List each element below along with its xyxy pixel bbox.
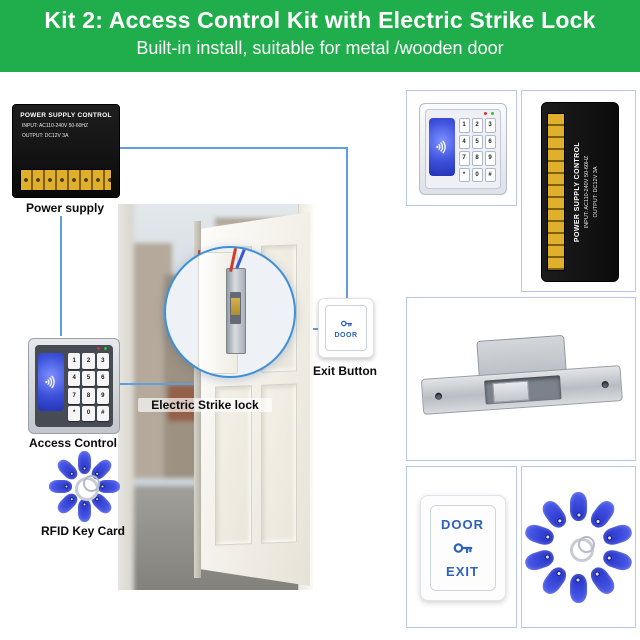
rfid-wave-icon [435, 140, 446, 154]
power-supply-output: OUTPUT: DC12V 3A [22, 133, 69, 139]
power-supply-text: POWER SUPPLY CONTROL INPUT: AC110-240V 5… [562, 109, 610, 275]
rfid-keyfob [539, 497, 570, 531]
panel-exit-button: DOOR EXIT [406, 466, 517, 628]
keypad-key: 3 [96, 353, 109, 369]
exit-button-door-text: DOOR [334, 332, 358, 339]
power-supply-title: POWER SUPPLY CONTROL [573, 141, 581, 243]
exit-button-face: DOOR [325, 305, 367, 351]
keypad-keys: 1 2 3 4 5 6 7 8 9 * 0 # [68, 353, 109, 421]
keypad-key: 4 [458, 134, 470, 149]
connection-line-power-to-keypad [60, 216, 62, 336]
keypad-key: 0 [471, 167, 483, 182]
rfid-keyfob [539, 563, 570, 597]
power-supply-output: OUTPUT: DC12V 3A [592, 166, 599, 218]
status-leds [97, 347, 107, 350]
rfid-reader-zone [428, 118, 455, 176]
panel-electric-strike [406, 297, 636, 461]
header-banner: Kit 2: Access Control Kit with Electric … [0, 0, 640, 72]
keypad-key: 9 [484, 151, 496, 166]
exit-button-exit-text: EXIT [446, 564, 479, 579]
strike-faceplate [420, 365, 623, 415]
keypad-key: 5 [471, 134, 483, 149]
keypad-key: 2 [471, 118, 483, 133]
keypad-key: 8 [82, 388, 95, 404]
power-supply-unit: POWER SUPPLY CONTROL INPUT: AC110-240V 5… [12, 104, 120, 198]
keypad-key: * [458, 167, 470, 182]
keypad-key: 8 [471, 151, 483, 166]
power-supply-input: INPUT: AC110-240V 50-60HZ [22, 123, 89, 129]
exit-button: DOOR [318, 298, 374, 358]
keypad-key: 5 [82, 370, 95, 386]
rfid-keyfob-ring [522, 467, 635, 627]
power-supply-unit-vertical: POWER SUPPLY CONTROL INPUT: AC110-240V 5… [540, 102, 619, 282]
connection-line-power-to-exit-v [346, 147, 348, 299]
keypad-key: 1 [68, 353, 81, 369]
rfid-keyfob [601, 547, 634, 573]
status-leds [483, 112, 494, 115]
keypad-key: 6 [96, 370, 109, 386]
rfid-keyfob [601, 521, 634, 547]
electric-strike-label: Electric Strike lock [138, 398, 272, 412]
terminal-strip [546, 113, 565, 271]
exit-button-face: DOOR EXIT [429, 505, 496, 591]
exit-button-label: Exit Button [313, 364, 377, 378]
rfid-keyfob [587, 563, 618, 597]
rfid-keyfob [587, 497, 618, 531]
keypad-key: 9 [96, 388, 109, 404]
screw-hole [601, 380, 609, 389]
rfid-keyfob [523, 547, 556, 573]
rfid-keyfob [54, 456, 80, 482]
keypad-key: 2 [82, 353, 95, 369]
strike-latch [492, 380, 530, 403]
electric-strike-lock-photo [418, 331, 623, 425]
screw-hole [434, 392, 443, 401]
panel-power-supply: POWER SUPPLY CONTROL INPUT: AC110-240V 5… [521, 90, 636, 292]
page-title: Kit 2: Access Control Kit with Electric … [44, 7, 596, 33]
keypad-key: 4 [68, 370, 81, 386]
exit-button-door-text: DOOR [441, 517, 484, 532]
rfid-keyfob [77, 498, 91, 522]
keypad-face: 1 2 3 4 5 6 7 8 9 * 0 # [424, 109, 501, 189]
connection-line-power-to-exit-h [120, 147, 346, 149]
power-supply-label: Power supply [25, 201, 105, 215]
access-control-keypad: 1 2 3 4 5 6 7 8 9 * 0 # [28, 338, 120, 434]
keyring [569, 536, 595, 562]
keypad-key: 6 [484, 134, 496, 149]
key-icon [340, 320, 352, 327]
keypad-face: 1 2 3 4 5 6 7 8 9 * 0 # [35, 345, 113, 427]
rfid-keyfob [570, 491, 587, 521]
rfid-keyfob [570, 573, 587, 603]
key-icon [453, 543, 472, 554]
panel-rfid-keyfobs [521, 466, 636, 628]
power-supply-input: INPUT: AC110-240V 50-60HZ [583, 155, 590, 229]
rfid-keyfob [77, 450, 91, 474]
access-control-label: Access Control [28, 436, 118, 450]
keypad-key: 0 [82, 405, 95, 421]
keypad-key: 7 [458, 151, 470, 166]
keypad-key: 1 [458, 118, 470, 133]
power-supply-title: POWER SUPPLY CONTROL [20, 112, 112, 119]
strike-zoom-circle [164, 246, 296, 378]
rfid-keyfob-ring [40, 450, 128, 522]
keypad-key: 3 [484, 118, 496, 133]
rfid-wave-icon [45, 375, 55, 389]
keypad-key: # [484, 167, 496, 182]
terminal-strip [20, 169, 112, 191]
keypad-key: 7 [68, 388, 81, 404]
rfid-keyfob [96, 479, 120, 493]
keyring [75, 475, 100, 501]
keypad-keys: 1 2 3 4 5 6 7 8 9 * 0 # [458, 118, 496, 182]
connection-line-keypad-to-door [118, 383, 202, 385]
keypad-key: * [68, 405, 81, 421]
panel-access-keypad: 1 2 3 4 5 6 7 8 9 * 0 # [406, 90, 517, 206]
exit-button-photo: DOOR EXIT [419, 495, 506, 601]
rfid-label: RFID Key Card [40, 524, 126, 538]
rfid-keyfob [48, 479, 72, 493]
rfid-keyfob [523, 521, 556, 547]
strike-latch [231, 298, 240, 315]
keypad-key: # [96, 405, 109, 421]
rfid-reader-zone [38, 353, 64, 411]
access-control-keypad-photo: 1 2 3 4 5 6 7 8 9 * 0 # [418, 103, 507, 195]
page-subtitle: Built-in install, suitable for metal /wo… [136, 38, 504, 58]
